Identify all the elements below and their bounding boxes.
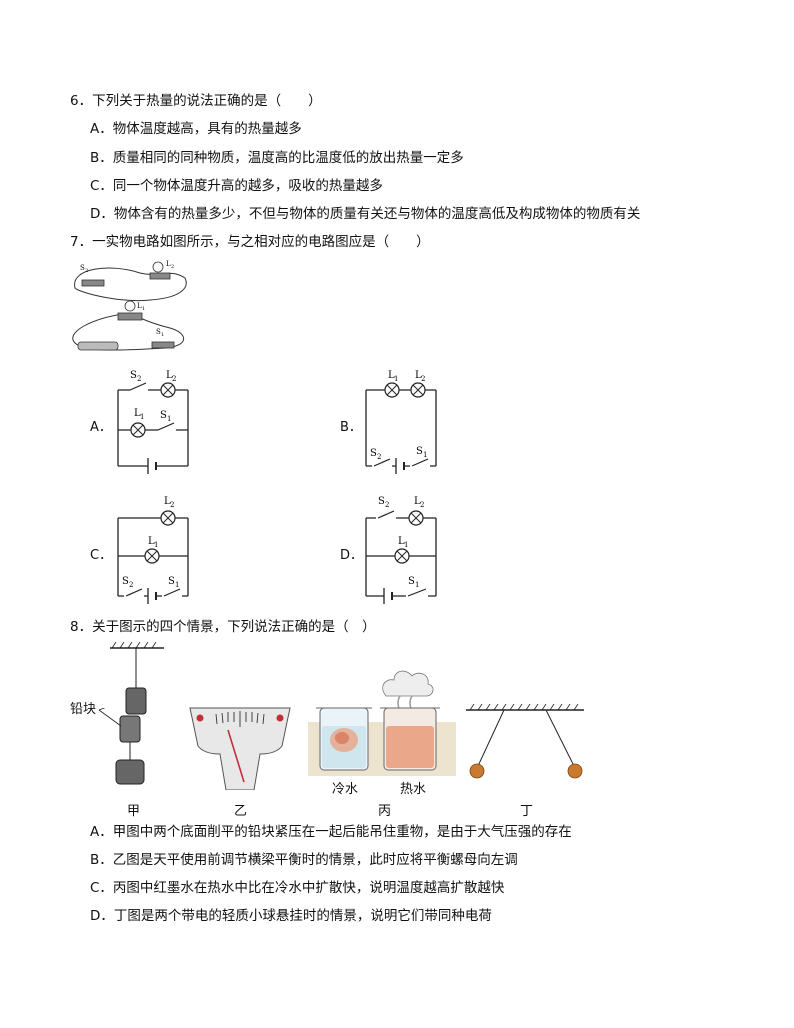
charged-balls-figure	[466, 703, 584, 779]
q6-stem: 6．下列关于热量的说法正确的是（ ）	[70, 93, 322, 109]
svg-text:L: L	[166, 370, 173, 381]
svg-text:2: 2	[85, 268, 88, 274]
svg-text:1: 1	[394, 375, 398, 383]
svg-text:S: S	[156, 328, 161, 336]
q8-stem: 8．关于图示的四个情景，下列说法正确的是（ ）	[70, 619, 376, 635]
lead-block-label: 铅块	[70, 702, 97, 717]
q8-option-d: D．丁图是两个带电的轻质小球悬挂时的情景，说明它们带同种电荷	[90, 908, 492, 924]
q8-option-b: B．乙图是天平使用前调节横梁平衡时的情景，此时应将平衡螺母向左调	[90, 852, 518, 868]
svg-text:1: 1	[415, 581, 419, 589]
q7-option-b-label: B．	[340, 420, 362, 435]
svg-text:L: L	[164, 496, 171, 507]
caption-jia: 甲	[127, 804, 141, 819]
svg-text:L: L	[134, 408, 141, 419]
svg-text:1: 1	[423, 451, 427, 459]
lead-label-pointer	[98, 708, 122, 727]
svg-text:L: L	[148, 536, 155, 547]
svg-text:1: 1	[161, 332, 164, 338]
svg-text:S: S	[378, 496, 385, 507]
svg-text:2: 2	[420, 501, 424, 509]
svg-text:S: S	[168, 576, 175, 587]
caption-bing: 丙	[378, 804, 392, 819]
svg-text:1: 1	[140, 413, 144, 421]
q8-option-c: C．丙图中红墨水在热水中比在冷水中扩散快，说明温度越高扩散越快	[90, 880, 505, 896]
caption-yi: 乙	[234, 804, 248, 819]
beakers-figure	[308, 670, 456, 776]
cold-water-label: 冷水	[332, 782, 359, 797]
svg-text:L: L	[166, 260, 171, 268]
svg-text:2: 2	[129, 581, 133, 589]
svg-text:2: 2	[171, 264, 174, 270]
svg-text:S: S	[408, 576, 415, 587]
svg-text:S: S	[160, 410, 167, 421]
svg-text:1: 1	[175, 581, 179, 589]
q7-option-c-label: C．	[90, 548, 113, 563]
svg-text:2: 2	[172, 375, 176, 383]
svg-text:2: 2	[137, 375, 141, 383]
svg-text:L: L	[414, 496, 421, 507]
q6-option-d: D．物体含有的热量多少，不但与物体的质量有关还与物体的温度高低及构成物体的物质有…	[90, 206, 641, 222]
svg-text:S: S	[416, 446, 423, 457]
svg-text:L: L	[415, 370, 422, 381]
svg-text:S: S	[130, 370, 137, 381]
svg-text:S: S	[370, 448, 377, 459]
svg-text:2: 2	[421, 375, 425, 383]
svg-text:2: 2	[170, 501, 174, 509]
svg-text:S: S	[80, 264, 85, 272]
svg-text:1: 1	[167, 415, 171, 423]
q7-stem: 7．一实物电路如图所示，与之相对应的电路图应是（ ）	[70, 234, 430, 250]
svg-text:S: S	[122, 576, 129, 587]
q6-option-b: B．质量相同的同种物质，温度高的比温度低的放出热量一定多	[90, 150, 464, 166]
q6-option-a: A．物体温度越高，具有的热量越多	[90, 121, 302, 137]
svg-text:2: 2	[377, 453, 381, 461]
balance-scale-figure	[189, 707, 291, 790]
svg-text:L: L	[388, 370, 395, 381]
svg-text:L: L	[137, 302, 142, 310]
q7-option-d-label: D．	[340, 548, 364, 563]
q7-option-a-label: A．	[90, 420, 112, 435]
svg-text:L: L	[398, 536, 405, 547]
lead-blocks-figure	[110, 642, 164, 785]
svg-text:1: 1	[404, 541, 408, 549]
q6-option-c: C．同一个物体温度升高的越多，吸收的热量越多	[90, 178, 383, 194]
svg-text:1: 1	[142, 306, 145, 312]
hot-water-label: 热水	[400, 782, 427, 797]
svg-text:1: 1	[154, 541, 158, 549]
svg-text:2: 2	[385, 501, 389, 509]
caption-ding: 丁	[520, 804, 534, 819]
q8-option-a: A．甲图中两个底面削平的铅块紧压在一起后能吊住重物，是由于大气压强的存在	[90, 824, 572, 840]
